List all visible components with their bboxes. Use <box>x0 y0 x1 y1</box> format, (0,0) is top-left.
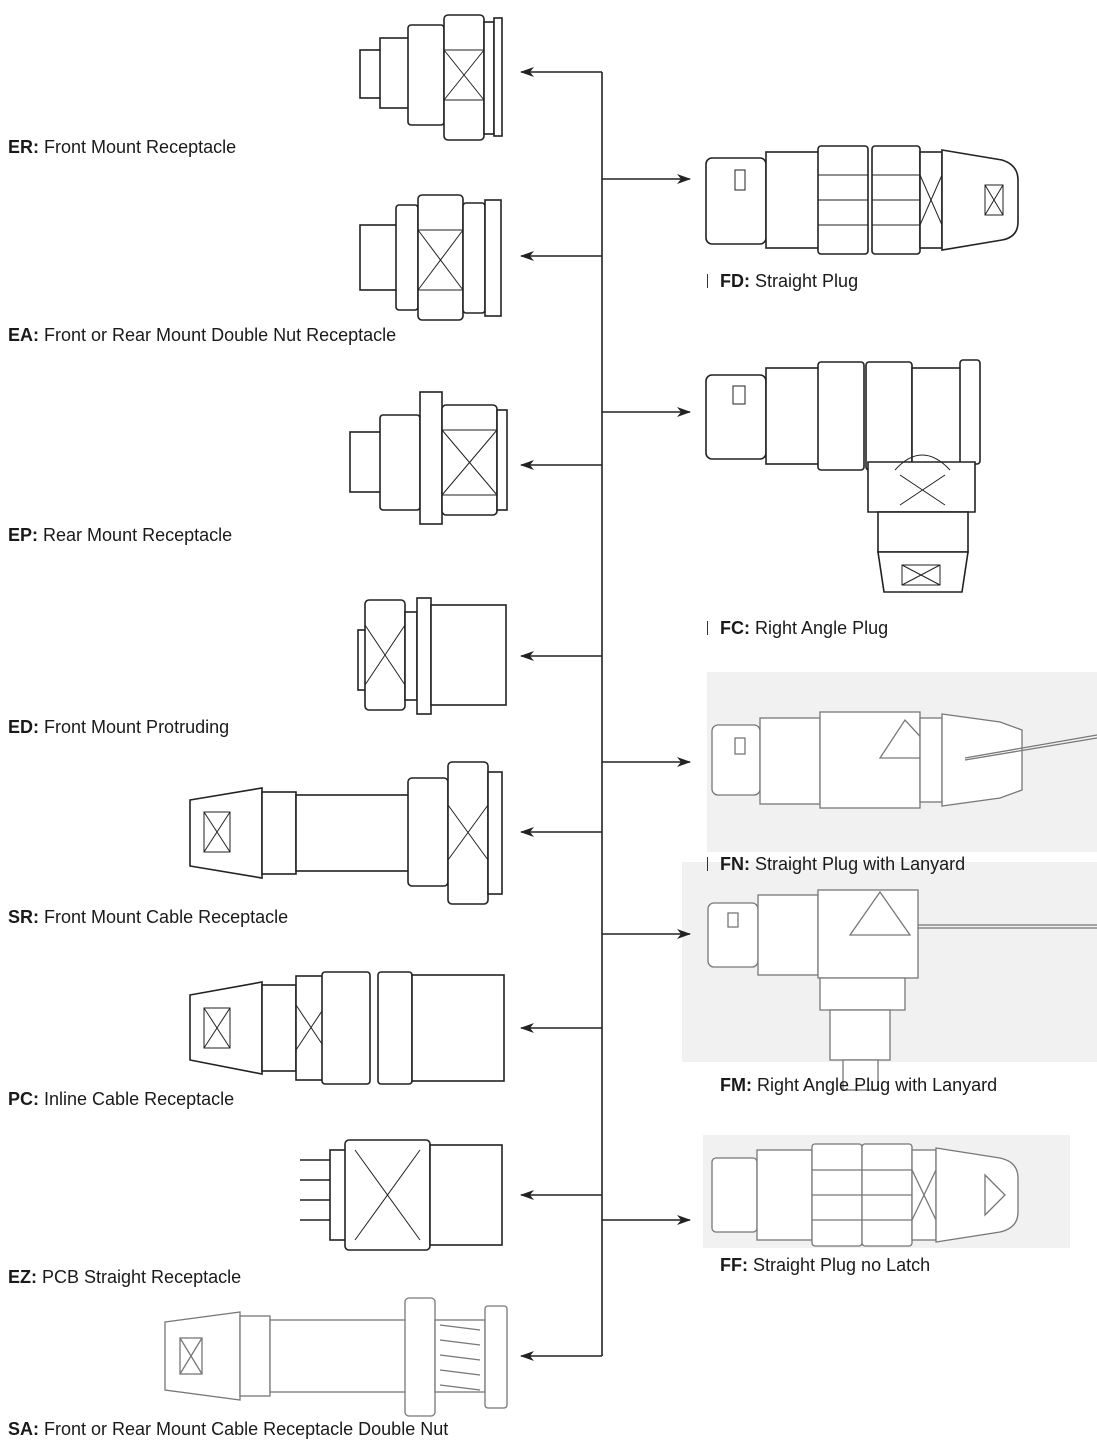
sr-name: Front Mount Cable Receptacle <box>44 907 289 927</box>
ea-code: EA: <box>8 325 39 345</box>
ez-label: EZ: PCB Straight Receptacle <box>8 1266 241 1288</box>
sa-code: SA: <box>8 1419 39 1439</box>
er-code: ER: <box>8 137 39 157</box>
ff-label: FF: Straight Plug no Latch <box>720 1254 930 1276</box>
fm-label: FM: Right Angle Plug with Lanyard <box>720 1074 997 1096</box>
fn-code: FN: <box>720 854 750 874</box>
fm-code: FM: <box>720 1075 752 1095</box>
fn-label: FN: Straight Plug with Lanyard <box>720 853 965 875</box>
sa-label: SA: Front or Rear Mount Cable Receptacle… <box>8 1418 448 1440</box>
er-connector-drawing <box>359 14 503 141</box>
pc-name: Inline Cable Receptacle <box>44 1089 235 1109</box>
er-label: ER: Front Mount Receptacle <box>8 136 236 158</box>
ea-connector-drawing <box>359 194 502 321</box>
ed-label: ED: Front Mount Protruding <box>8 716 229 738</box>
fd-label: FD: Straight Plug <box>720 270 858 292</box>
ep-connector-drawing <box>349 391 508 525</box>
ea-label: EA: Front or Rear Mount Double Nut Recep… <box>8 324 396 346</box>
fn-tick <box>707 857 708 871</box>
fc-label: FC: Right Angle Plug <box>720 617 888 639</box>
ed-code: ED: <box>8 717 39 737</box>
ep-code: EP: <box>8 525 39 545</box>
ff-connector-drawing <box>711 1143 1019 1247</box>
fc-code: FC: <box>720 618 750 638</box>
ff-code: FF: <box>720 1255 748 1275</box>
pc-code: PC: <box>8 1089 39 1109</box>
sa-connector-drawing <box>164 1297 508 1417</box>
fm-name: Right Angle Plug with Lanyard <box>757 1075 998 1095</box>
ep-name: Rear Mount Receptacle <box>43 525 233 545</box>
fn-name: Straight Plug with Lanyard <box>755 854 966 874</box>
fd-tick <box>707 274 708 288</box>
ea-name: Front or Rear Mount Double Nut Receptacl… <box>44 325 397 345</box>
sa-name: Front or Rear Mount Cable Receptacle Dou… <box>44 1419 449 1439</box>
ed-name: Front Mount Protruding <box>44 717 230 737</box>
ez-name: PCB Straight Receptacle <box>42 1267 242 1287</box>
fd-name: Straight Plug <box>755 271 859 291</box>
fn-connector-drawing <box>711 711 1097 809</box>
ep-label: EP: Rear Mount Receptacle <box>8 524 232 546</box>
pc-connector-drawing <box>189 971 505 1085</box>
fc-name: Right Angle Plug <box>755 618 889 638</box>
connection-lines <box>520 67 691 1361</box>
ff-name: Straight Plug no Latch <box>753 1255 931 1275</box>
fc-tick <box>707 621 708 635</box>
sr-label: SR: Front Mount Cable Receptacle <box>8 906 288 928</box>
fc-connector-drawing <box>705 359 981 593</box>
sr-code: SR: <box>8 907 39 927</box>
fd-connector-drawing <box>705 145 1019 255</box>
pc-label: PC: Inline Cable Receptacle <box>8 1088 234 1110</box>
ez-code: EZ: <box>8 1267 37 1287</box>
ez-connector-drawing <box>300 1139 503 1251</box>
sr-connector-drawing <box>189 761 503 905</box>
fm-connector-drawing <box>707 889 1097 1091</box>
fd-code: FD: <box>720 271 750 291</box>
ed-connector-drawing <box>357 597 507 715</box>
er-name: Front Mount Receptacle <box>44 137 237 157</box>
